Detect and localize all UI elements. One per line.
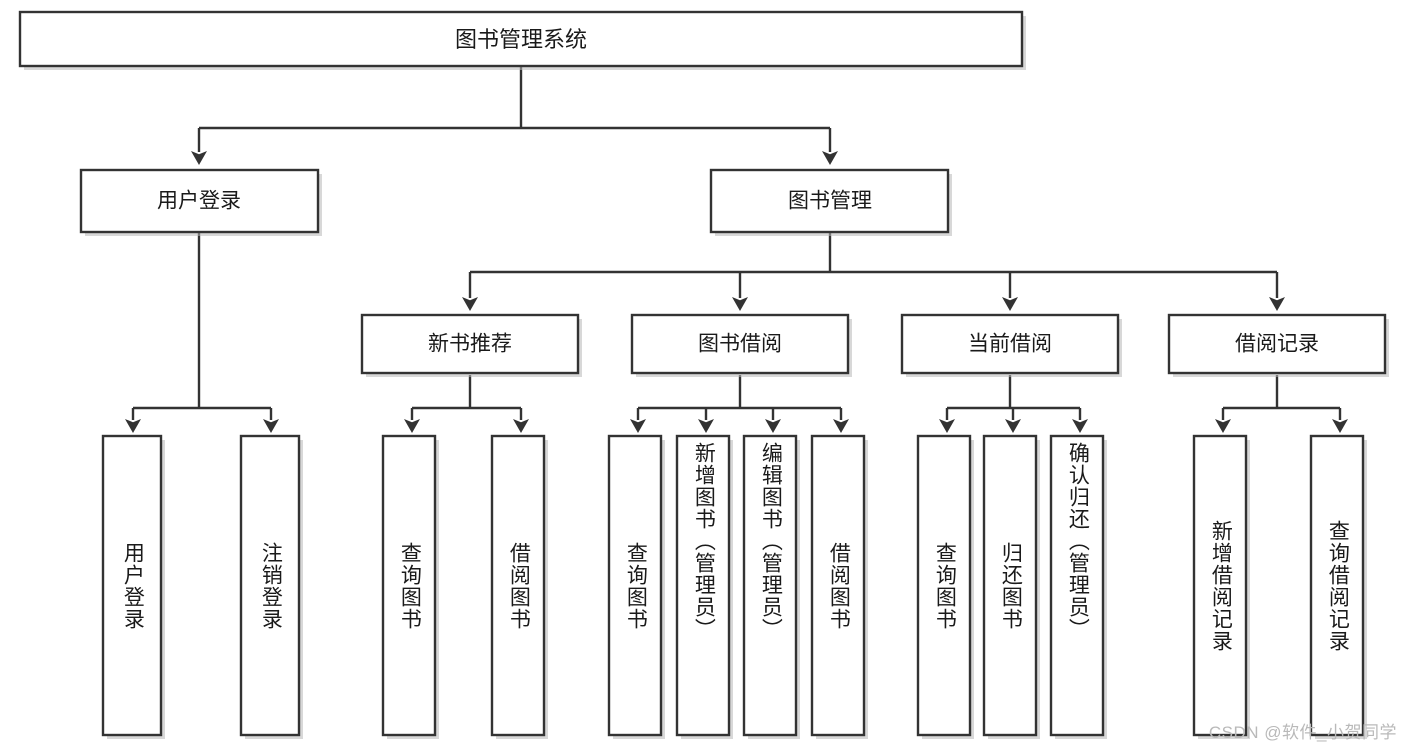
leaf-label-newbooks-borrow: 借阅图书	[507, 541, 531, 630]
leaf-newbooks-query-box[interactable]	[381, 434, 437, 737]
leaf-borrow-query-box[interactable]	[607, 434, 663, 737]
leaf-newbooks-borrow-box[interactable]	[490, 434, 546, 737]
node-user-login-box[interactable]	[79, 168, 320, 234]
leaf-current-confirm-box[interactable]	[1049, 434, 1105, 737]
leaf-label-newbooks-query: 查询图书	[398, 541, 422, 630]
leaf-logout-box[interactable]	[239, 434, 301, 737]
leaf-current-query-box[interactable]	[916, 434, 972, 737]
leaf-records-query-box[interactable]	[1309, 434, 1365, 737]
node-book-management-label: 图书管理	[788, 190, 872, 213]
node-borrow-records[interactable]: 借阅记录	[1167, 313, 1389, 377]
node-borrow-records-box[interactable]	[1167, 313, 1387, 375]
leaf-label-current-query: 查询图书	[933, 541, 957, 630]
csdn-watermark: CSDN @软件_小贺同学	[1208, 723, 1397, 742]
node-user-login-label: 用户登录	[157, 190, 241, 213]
leaf-borrow-add-box[interactable]	[675, 434, 731, 737]
node-book-management[interactable]: 图书管理	[709, 168, 952, 236]
connector-layer	[125, 66, 1348, 433]
node-current-borrow-box[interactable]	[900, 313, 1120, 375]
leaf-label-borrow-borrow: 借阅图书	[827, 541, 851, 630]
leaf-label-user-login: 用户登录	[121, 541, 145, 630]
leaf-label-records-query: 查询借阅记录	[1326, 519, 1350, 652]
leaf-label-current-return: 归还图书	[999, 541, 1023, 630]
node-user-login[interactable]: 用户登录	[79, 168, 322, 236]
leaf-label-borrow-add: 新增图书（管理员）	[692, 442, 716, 640]
node-new-book-recommend-box[interactable]	[360, 313, 580, 375]
leaf-user-login-box[interactable]	[101, 434, 163, 737]
node-book-borrow-box[interactable]	[630, 313, 850, 375]
node-new-book-recommend-label: 新书推荐	[428, 333, 512, 356]
leaf-node-group	[101, 434, 1367, 739]
node-root-label: 图书管理系统	[455, 27, 587, 52]
node-root-box[interactable]	[18, 10, 1024, 68]
leaf-label-borrow-query: 查询图书	[624, 541, 648, 630]
node-book-borrow-label: 图书借阅	[698, 333, 782, 356]
node-current-borrow-label: 当前借阅	[968, 333, 1052, 356]
leaf-label-records-add: 新增借阅记录	[1209, 519, 1233, 652]
leaf-current-return-box[interactable]	[982, 434, 1038, 737]
leaf-borrow-edit-box[interactable]	[742, 434, 798, 737]
node-current-borrow[interactable]: 当前借阅	[900, 313, 1122, 377]
node-root[interactable]: 图书管理系统	[18, 10, 1026, 70]
node-borrow-records-label: 借阅记录	[1235, 333, 1319, 356]
leaf-label-logout: 注销登录	[259, 541, 283, 630]
leaf-label-borrow-edit: 编辑图书（管理员）	[759, 442, 783, 640]
node-book-borrow[interactable]: 图书借阅	[630, 313, 852, 377]
node-new-book-recommend[interactable]: 新书推荐	[360, 313, 582, 377]
leaf-label-current-confirm: 确认归还（管理员）	[1066, 442, 1090, 640]
leaf-records-add-box[interactable]	[1192, 434, 1248, 737]
node-book-management-box[interactable]	[709, 168, 950, 234]
leaf-borrow-borrow-box[interactable]	[810, 434, 866, 737]
